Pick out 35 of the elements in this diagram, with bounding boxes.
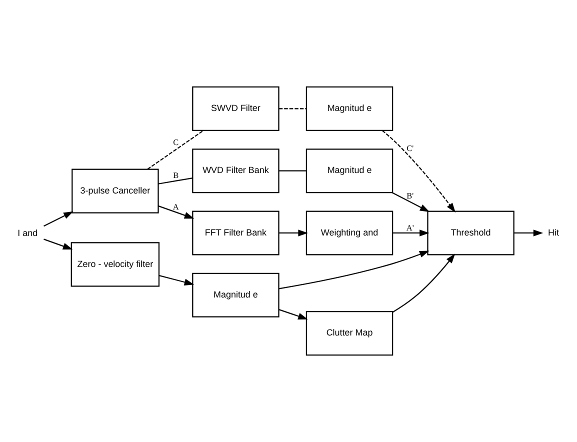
arrow (392, 254, 456, 313)
connector (278, 108, 306, 110)
arrow (278, 250, 430, 290)
connector (158, 177, 193, 184)
arrow (392, 192, 430, 212)
node-box: Clutter Map (306, 311, 394, 356)
node-box: FFT Filter Bank (192, 210, 280, 256)
arrow (159, 275, 194, 286)
node-box: Zero - velocity filter (70, 242, 160, 287)
arrow (382, 130, 456, 213)
node-box: Magnitud e (306, 148, 394, 194)
edge-label: C' (406, 144, 414, 154)
arrow (43, 211, 74, 227)
node-box: 3-pulse Canceller (72, 168, 159, 214)
node-box: Magnitud e (192, 272, 280, 318)
node-text: Hit (548, 227, 559, 238)
edge-label: C (173, 138, 179, 148)
node-box: Threshold (427, 210, 514, 256)
arrow (158, 205, 194, 219)
edge-label: A' (406, 224, 414, 233)
node-box: Magnitud e (306, 86, 394, 131)
edge-label: B' (406, 191, 414, 200)
edge-label: A (172, 202, 179, 212)
arrow (514, 230, 544, 236)
connector (278, 170, 306, 172)
node-box: SWVD Filter (192, 86, 280, 131)
node-box: WVD Filter Bank (192, 148, 280, 194)
node-box: Weighting and (306, 210, 394, 256)
connector (147, 130, 204, 170)
arrow (44, 238, 73, 250)
arrow (278, 309, 308, 320)
edge-label: B (173, 171, 179, 180)
arrow (278, 230, 308, 236)
node-text: I and (18, 228, 38, 238)
arrow (392, 230, 430, 236)
